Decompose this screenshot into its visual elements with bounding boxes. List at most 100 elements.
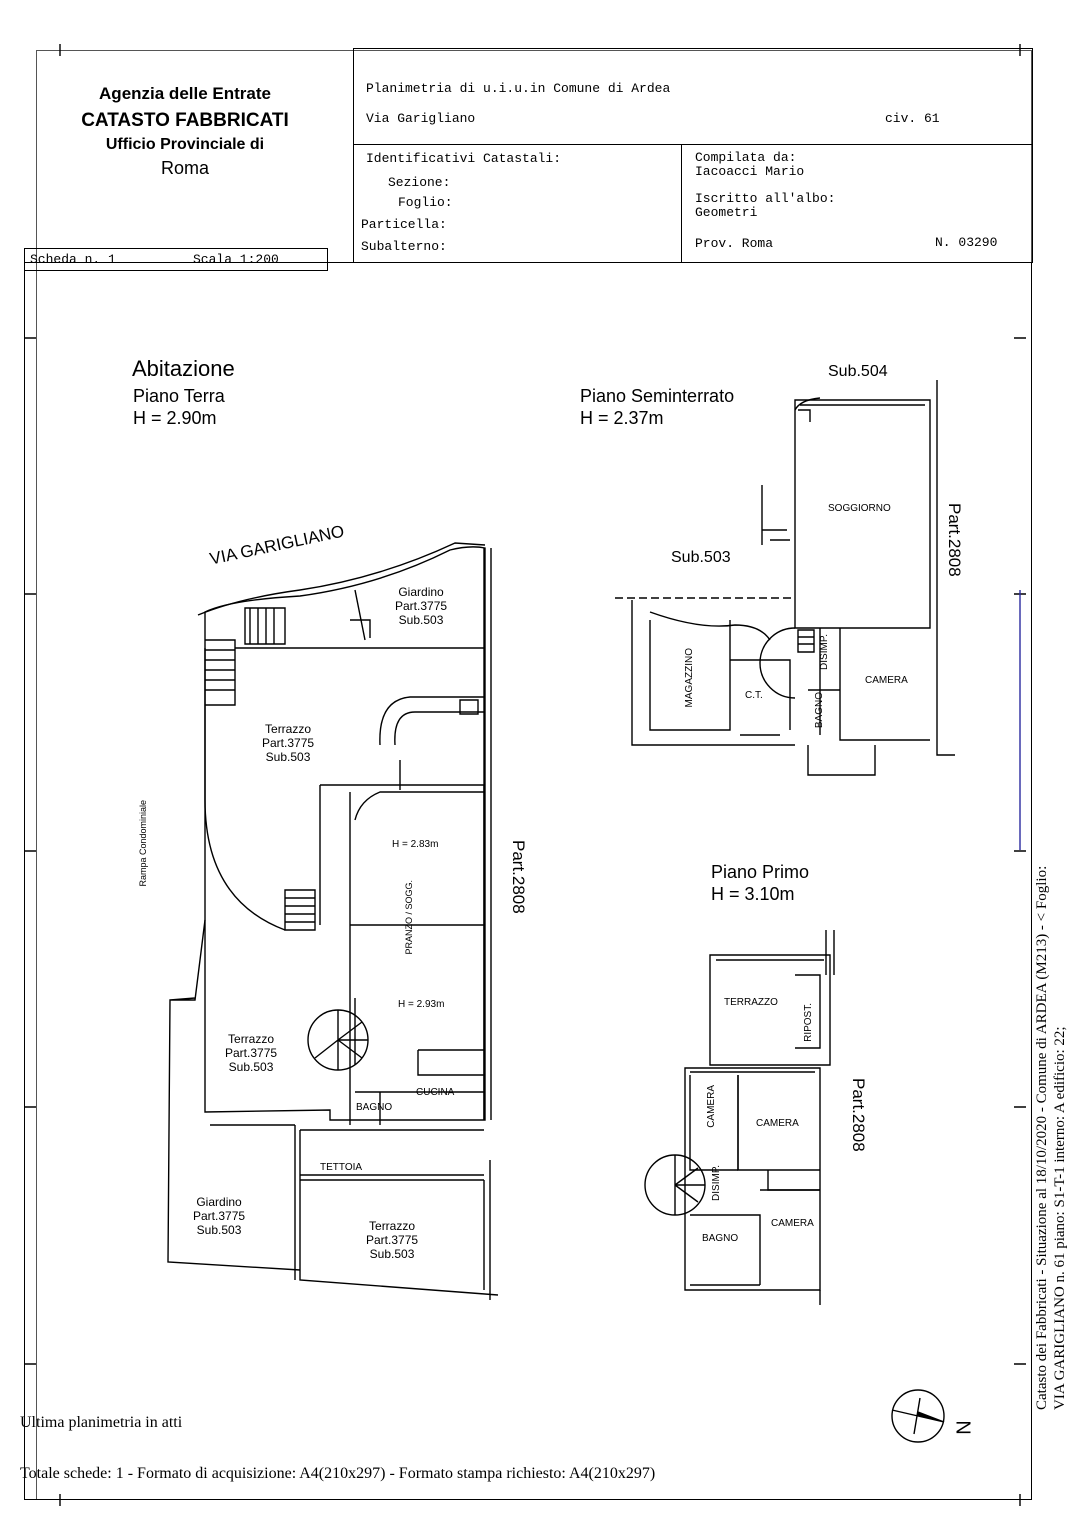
semi-camera: CAMERA bbox=[865, 675, 908, 686]
semi-part-label: Part.2808 bbox=[945, 503, 964, 577]
terra-spiral-steps bbox=[314, 1010, 368, 1070]
primo-camera2: CAMERA bbox=[771, 1218, 814, 1229]
primo-camera-v: CAMERA bbox=[706, 1085, 717, 1128]
terra-height: H = 2.90m bbox=[133, 408, 217, 428]
scale: Scala 1:200 bbox=[193, 252, 279, 267]
primo-floor: Piano Primo bbox=[711, 862, 810, 882]
terrazzo-bottom: Terrazzo Part.3775 Sub.503 bbox=[366, 1219, 418, 1261]
terra-house bbox=[319, 784, 485, 1125]
terra-bottom-terrazzo bbox=[299, 1160, 499, 1300]
semi-right-wall bbox=[936, 380, 955, 756]
semi-sub504: Sub.504 bbox=[828, 363, 888, 380]
terra-floor: Piano Terra bbox=[133, 386, 225, 406]
semi-curved-wall bbox=[649, 611, 771, 641]
plan-title: Planimetria di u.i.u.in Comune di Ardea bbox=[366, 81, 671, 96]
terra-title: Abitazione bbox=[132, 356, 235, 381]
semi-floor: Piano Seminterrato bbox=[580, 386, 735, 406]
compiler-box bbox=[681, 144, 1033, 263]
side-note-line2: VIA GARIGLIANO n. 61 piano: S1-T-1 inter… bbox=[1052, 1026, 1068, 1410]
terra-part-label: Part.2808 bbox=[509, 840, 528, 914]
semi-bagno: BAGNO bbox=[814, 692, 825, 729]
giardino-bottom: Giardino Part.3775 Sub.503 bbox=[193, 1195, 245, 1237]
semi-soggiorno-corner bbox=[794, 397, 821, 422]
terra-cucina: CUCINA bbox=[416, 1087, 455, 1098]
primo-camera1: CAMERA bbox=[756, 1118, 799, 1129]
primo-ripost bbox=[795, 974, 821, 1049]
terrazzo-top-sub: Sub.503 bbox=[265, 750, 311, 764]
terra-bench bbox=[379, 696, 484, 790]
terrazzo-left: Terrazzo Part.3775 Sub.503 bbox=[225, 1032, 277, 1074]
giardino-top: Giardino Part.3775 Sub.503 bbox=[395, 585, 447, 627]
terra-pranzo: PRANZO / SOGG. bbox=[404, 880, 414, 955]
terrazzo-bottom-part: Part.3775 bbox=[366, 1233, 419, 1247]
primo-terrazzo bbox=[709, 954, 831, 1066]
giardino-top-part: Part.3775 bbox=[395, 599, 448, 613]
terrazzo-top: Terrazzo Part.3775 Sub.503 bbox=[262, 722, 314, 764]
terra-street-edge bbox=[197, 542, 486, 616]
totals-note: Totale schede: 1 - Formato di acquisizio… bbox=[20, 1465, 656, 1482]
semi-disimp: DISIMP. bbox=[819, 634, 830, 670]
terra-outline bbox=[204, 546, 486, 1121]
terra-h293: H = 2.93m bbox=[398, 999, 445, 1010]
primo-bagno: BAGNO bbox=[702, 1233, 739, 1244]
giardino-bottom-part: Part.3775 bbox=[193, 1209, 246, 1223]
scheda-number: Scheda n. 1 bbox=[30, 252, 116, 267]
semi-sub503: Sub.503 bbox=[671, 549, 731, 566]
terra-stairs-1 bbox=[205, 639, 236, 706]
last-plan-note: Ultima planimetria in atti bbox=[20, 1414, 183, 1431]
albo-label: Iscritto all'albo: bbox=[695, 191, 836, 206]
terra-house-inner bbox=[354, 998, 484, 1125]
compiled-name: Iacoacci Mario bbox=[695, 164, 805, 179]
side-note-line1: Catasto dei Fabbricati - Situazione al 1… bbox=[1034, 865, 1050, 1410]
giardino-top-name: Giardino bbox=[398, 585, 444, 599]
office-city: Roma bbox=[160, 158, 209, 178]
semi-soggiorno bbox=[794, 399, 931, 629]
primo-spiral-steps bbox=[674, 1155, 705, 1215]
terra-lower-terrazzo-top bbox=[210, 1124, 296, 1280]
semi-camera bbox=[807, 628, 930, 776]
civic-number: civ. 61 bbox=[885, 111, 940, 126]
semi-magazzino bbox=[631, 600, 795, 746]
semi-soggiorno: SOGGIORNO bbox=[828, 503, 891, 514]
office-line: Ufficio Provinciale di bbox=[105, 136, 265, 153]
agency-name: Agenzia delle Entrate bbox=[99, 84, 271, 103]
north-compass-ring bbox=[891, 1389, 945, 1443]
primo-bagno bbox=[690, 1214, 761, 1286]
semi-ct: C.T. bbox=[745, 690, 763, 701]
terrazzo-top-part: Part.3775 bbox=[262, 736, 315, 750]
semi-magazzino: MAGAZZINO bbox=[684, 648, 695, 708]
terra-tettoia bbox=[299, 1129, 484, 1181]
street-name: Via Garigliano bbox=[366, 111, 476, 126]
semi-height: H = 2.37m bbox=[580, 408, 664, 428]
subalterno-label: Subalterno: bbox=[361, 239, 447, 254]
terra-stairs-2 bbox=[244, 607, 286, 645]
terrazzo-bottom-name: Terrazzo bbox=[369, 1219, 416, 1233]
compiled-label: Compilata da: bbox=[695, 150, 797, 165]
primo-terrazzo: TERRAZZO bbox=[724, 997, 778, 1008]
primo-right-wall bbox=[825, 930, 835, 975]
giardino-bottom-name: Giardino bbox=[196, 1195, 242, 1209]
primo-camera2 bbox=[760, 1189, 821, 1305]
terrazzo-bottom-sub: Sub.503 bbox=[369, 1247, 415, 1261]
semi-disimp-arc bbox=[759, 627, 796, 699]
terra-lower-left bbox=[167, 919, 301, 1271]
register-name: CATASTO FABBRICATI bbox=[81, 110, 289, 131]
registration-number: N. 03290 bbox=[935, 235, 998, 250]
scheda-box bbox=[24, 248, 328, 271]
sezione-label: Sezione: bbox=[388, 175, 451, 190]
ramp-label: Rampa Condominiale bbox=[138, 800, 148, 887]
terra-h283: H = 2.83m bbox=[392, 839, 439, 850]
office-block: Agenzia delle Entrate CATASTO FABBRICATI… bbox=[40, 84, 330, 179]
ids-title: Identificativi Catastali: bbox=[366, 151, 562, 166]
giardino-bottom-sub: Sub.503 bbox=[196, 1223, 242, 1237]
terrazzo-left-part: Part.3775 bbox=[225, 1046, 278, 1060]
terrazzo-left-name: Terrazzo bbox=[228, 1032, 275, 1046]
terrazzo-top-name: Terrazzo bbox=[265, 722, 312, 736]
semi-stair bbox=[797, 629, 815, 653]
north-compass-arrow bbox=[891, 1397, 945, 1435]
province: Prov. Roma bbox=[695, 236, 774, 251]
north-label: N bbox=[953, 1420, 976, 1435]
primo-disimp: DISIMP. bbox=[711, 1165, 722, 1201]
primo-height: H = 3.10m bbox=[711, 884, 795, 904]
terrazzo-left-sub: Sub.503 bbox=[228, 1060, 274, 1074]
